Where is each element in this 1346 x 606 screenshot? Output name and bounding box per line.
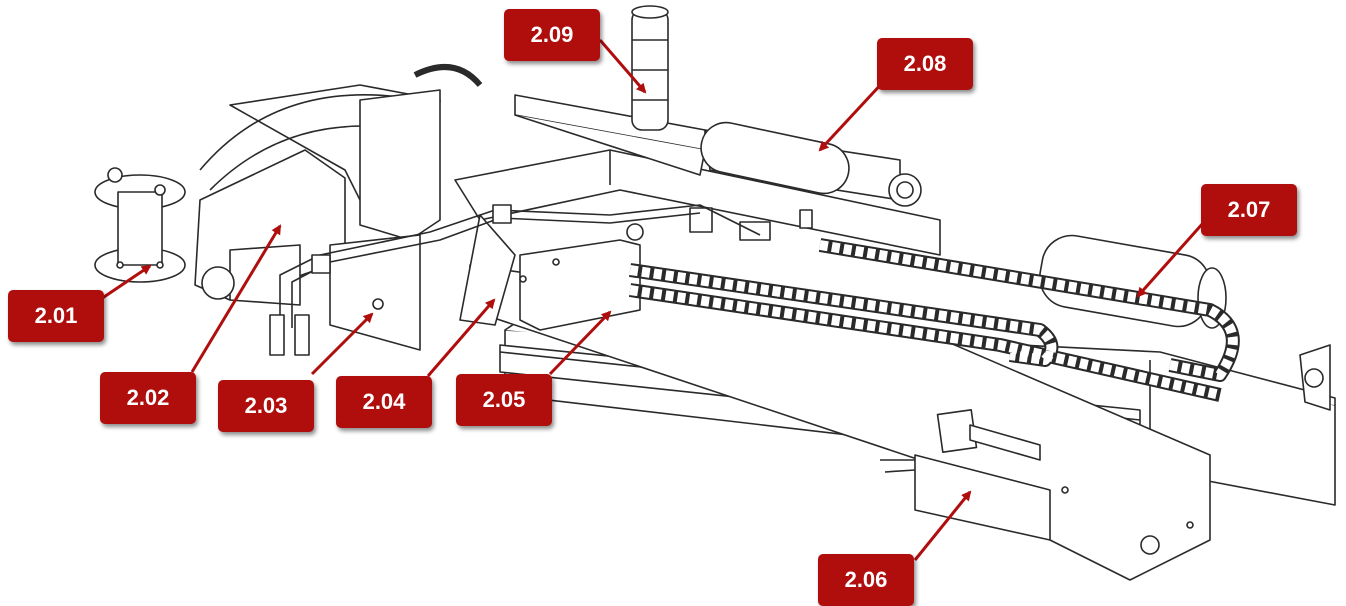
callout-2-09: 2.09 [504,9,600,61]
callout-2-08: 2.08 [877,38,973,90]
callout-2-03: 2.03 [218,380,314,432]
left-mechanism [194,64,483,351]
callout-2-06: 2.06 [818,554,914,606]
lower-housing [880,409,1051,541]
handle [631,5,669,131]
hydraulic-lines [269,204,761,356]
cable-chain-lower [628,263,1222,402]
leader-line-2-07 [1136,221,1206,298]
callout-2-01: 2.01 [8,290,104,342]
cable-chain-upper [818,238,1240,382]
cover-plate [459,214,644,331]
callout-2-05: 2.05 [456,374,552,426]
callout-2-02: 2.02 [100,372,196,424]
callout-2-07: 2.07 [1201,184,1297,236]
leader-lines [91,39,1206,561]
leader-line-2-03 [310,312,374,376]
leader-line-2-05 [548,310,612,376]
leader-line-2-09 [598,39,647,94]
flange [94,167,186,283]
leader-line-2-04 [426,298,496,377]
leader-line-2-08 [818,78,887,152]
upper-cylinder-arm [514,94,922,207]
callout-2-04: 2.04 [336,376,432,428]
leader-line-2-06 [913,490,972,561]
leader-line-2-02 [190,224,282,373]
